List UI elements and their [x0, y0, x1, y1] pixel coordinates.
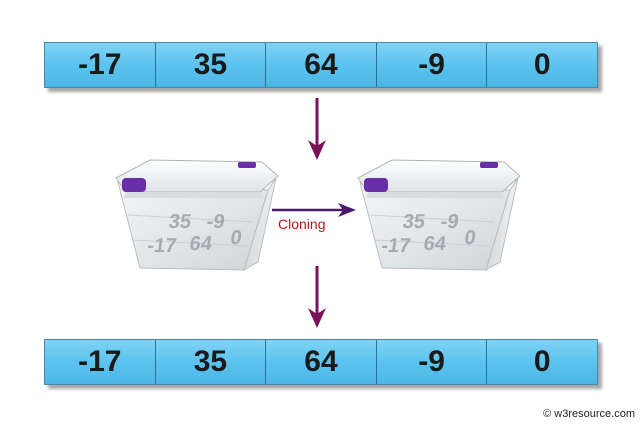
box-value: -17	[380, 235, 412, 257]
clip-icon	[480, 162, 498, 168]
cloned-container-icon: 35 -9 -17 64 0	[357, 159, 521, 272]
array-cell: 64	[266, 43, 377, 87]
box-value: -17	[146, 235, 178, 257]
box-value: -9	[439, 211, 460, 233]
cloned-array: -17 35 64 -9 0	[44, 339, 598, 385]
cloning-label: Cloning	[278, 216, 326, 232]
clone-arrow	[272, 203, 356, 217]
array-cell: 0	[533, 48, 551, 81]
box-value: 64	[422, 233, 448, 255]
array-cell: 35	[156, 43, 267, 87]
down-arrow-top	[308, 98, 326, 160]
box-value: -9	[205, 211, 226, 233]
array-cell: -17	[45, 340, 156, 384]
array-cell: 35	[156, 340, 267, 384]
array-cell: 64	[266, 340, 377, 384]
clip-icon	[238, 162, 256, 168]
watermark: © w3resource.com	[543, 408, 635, 420]
down-arrow-bottom	[308, 266, 326, 328]
array-cell: -17	[45, 43, 156, 87]
array-cell: -9	[377, 340, 488, 384]
box-value: 0	[229, 227, 243, 249]
box-value: 35	[167, 211, 192, 233]
array-cell: -9	[377, 43, 488, 87]
box-value: 0	[463, 227, 477, 249]
array-cell: 0	[533, 345, 551, 378]
box-value: 64	[188, 233, 214, 255]
clip-icon	[122, 178, 146, 192]
original-array: -17 35 64 -9 0	[44, 42, 598, 88]
source-container-icon: 35 -9 -17 64 0	[115, 159, 279, 272]
clip-icon	[364, 178, 388, 192]
box-value: 35	[401, 211, 426, 233]
